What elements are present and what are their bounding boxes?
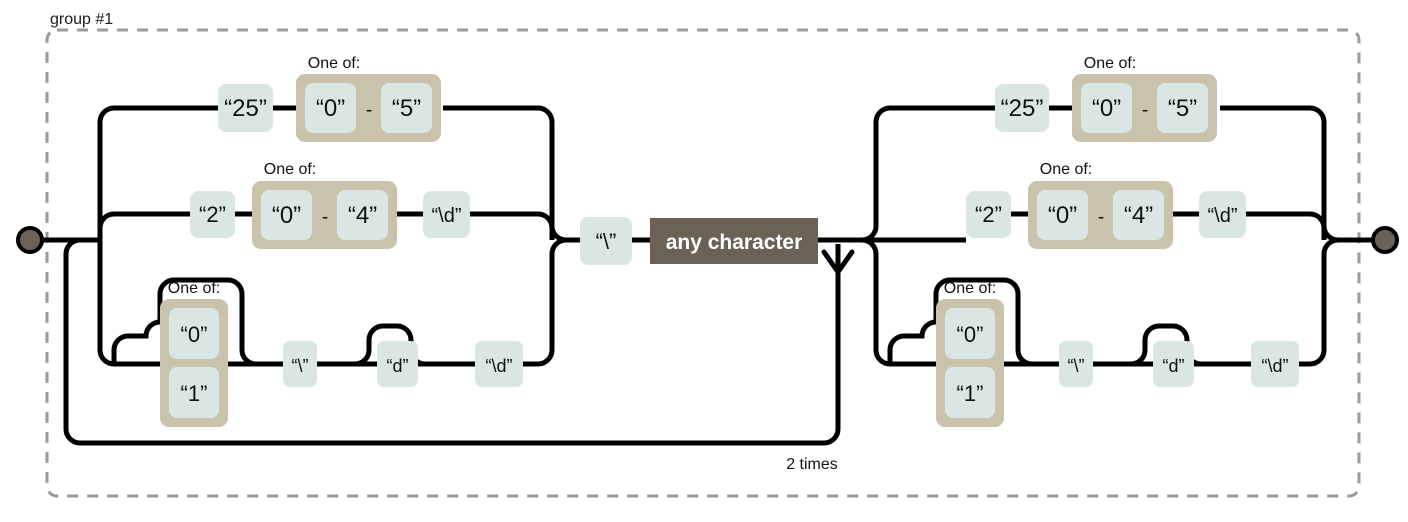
one-of-label-l3: One of:: [168, 280, 220, 297]
token-2-left[interactable]: “2”: [190, 191, 235, 238]
line-right-split-row3: [861, 237, 936, 367]
token-backslash-right-row3[interactable]: “\”: [1059, 341, 1093, 387]
token-4-right-label: “4”: [1124, 202, 1153, 229]
end-node-icon: [1371, 226, 1399, 254]
token-backslash-left-row3-label: “\”: [292, 356, 309, 376]
line-right-merge-row3: [1299, 237, 1339, 367]
one-of-label-r3: One of:: [944, 280, 996, 297]
token-1-left-3-label: “1”: [181, 381, 208, 406]
line-right-merge-row2: [1246, 211, 1327, 240]
line-right-merge-row1: [1220, 105, 1339, 243]
start-node-icon: [16, 226, 44, 254]
token-d-left-row3-label: “d”: [387, 356, 409, 376]
repeat-count-label: 2 times: [786, 456, 838, 473]
one-of-group-r2: “0” - “4”: [1028, 181, 1173, 249]
one-of-label-l2: One of:: [264, 161, 316, 178]
token-d-right-row3[interactable]: “d”: [1153, 341, 1194, 387]
group-label: group #1: [50, 11, 113, 28]
token-backslash-left-row3[interactable]: “\”: [283, 341, 317, 387]
loop-down-arrow-icon: [821, 249, 855, 275]
one-of-group-l2: “0” - “4”: [252, 181, 397, 249]
token-0-right-1[interactable]: “0”: [1081, 83, 1132, 133]
range-dash-l1: -: [366, 100, 372, 121]
range-dash-l2: -: [322, 207, 328, 228]
line-left-split-row1: [97, 105, 218, 240]
token-2-right[interactable]: “2”: [966, 191, 1011, 238]
token-digit-left-row3-label: “\d”: [486, 356, 513, 376]
token-1-right-3[interactable]: “1”: [945, 367, 995, 418]
token-25-right[interactable]: “25”: [995, 84, 1049, 132]
token-0-left-3[interactable]: “0”: [169, 308, 219, 359]
token-5-left-label: “5”: [392, 95, 421, 122]
token-digit-left-row2[interactable]: “\d”: [423, 191, 470, 238]
token-digit-left-row2-label: “\d”: [432, 205, 462, 227]
token-backslash-middle-label: “\”: [596, 229, 617, 254]
any-character-label: any character: [666, 231, 803, 254]
token-0-right-2[interactable]: “0”: [1037, 190, 1088, 240]
token-digit-right-row3[interactable]: “\d”: [1251, 341, 1299, 387]
token-0-right-3[interactable]: “0”: [945, 308, 995, 359]
token-digit-right-row2-label: “\d”: [1208, 205, 1238, 227]
token-1-left-3[interactable]: “1”: [169, 367, 219, 418]
token-0-left-1[interactable]: “0”: [305, 83, 356, 133]
token-backslash-middle[interactable]: “\”: [580, 217, 632, 265]
token-0-left-1-label: “0”: [316, 95, 345, 122]
line-loop-back: [63, 237, 841, 446]
token-0-left-2-label: “0”: [272, 202, 301, 229]
token-2-right-label: “2”: [975, 202, 1002, 227]
token-1-right-3-label: “1”: [957, 381, 984, 406]
token-25-left[interactable]: “25”: [218, 84, 273, 132]
line-left-merge-row2: [470, 211, 555, 240]
token-backslash-right-row3-label: “\”: [1068, 356, 1085, 376]
one-of-group-l1: “0” - “5”: [296, 74, 441, 142]
token-5-right-label: “5”: [1168, 95, 1197, 122]
token-5-right[interactable]: “5”: [1157, 83, 1208, 133]
one-of-label-r1: One of:: [1084, 55, 1136, 72]
token-4-left-label: “4”: [348, 202, 377, 229]
token-0-right-3-label: “0”: [957, 322, 984, 347]
one-of-stack-r3: “0” “1”: [936, 299, 1004, 427]
token-d-right-row3-label: “d”: [1163, 356, 1185, 376]
one-of-stack-l3: “0” “1”: [160, 299, 228, 427]
token-0-right-2-label: “0”: [1048, 202, 1077, 229]
line-l3-bypass-oneof: [111, 277, 257, 367]
token-digit-right-row3-label: “\d”: [1262, 356, 1289, 376]
token-4-right[interactable]: “4”: [1113, 190, 1164, 240]
token-25-left-label: “25”: [224, 95, 267, 122]
token-d-left-row3[interactable]: “d”: [377, 341, 418, 387]
token-4-left[interactable]: “4”: [337, 190, 388, 240]
token-0-right-1-label: “0”: [1092, 95, 1121, 122]
line-left-split-row3: [97, 240, 160, 367]
token-2-left-label: “2”: [199, 202, 226, 227]
any-character-node[interactable]: any character: [650, 218, 818, 264]
token-digit-right-row2[interactable]: “\d”: [1199, 191, 1246, 238]
line-left-split-row2: [97, 211, 190, 240]
token-5-left[interactable]: “5”: [381, 83, 432, 133]
line-r3-bypass-oneof: [887, 277, 1033, 367]
one-of-group-r1: “0” - “5”: [1072, 74, 1217, 142]
group-container-border: [45, 28, 1361, 498]
range-dash-r1: -: [1142, 100, 1148, 121]
token-digit-left-row3[interactable]: “\d”: [475, 341, 523, 387]
token-25-right-label: “25”: [1001, 95, 1044, 122]
one-of-label-r2: One of:: [1040, 161, 1092, 178]
line-left-merge-row3: [523, 237, 580, 367]
one-of-label-l1: One of:: [308, 55, 360, 72]
railroad-lines: [38, 105, 1374, 446]
range-dash-r2: -: [1098, 207, 1104, 228]
token-0-left-2[interactable]: “0”: [261, 190, 312, 240]
token-0-left-3-label: “0”: [181, 322, 208, 347]
